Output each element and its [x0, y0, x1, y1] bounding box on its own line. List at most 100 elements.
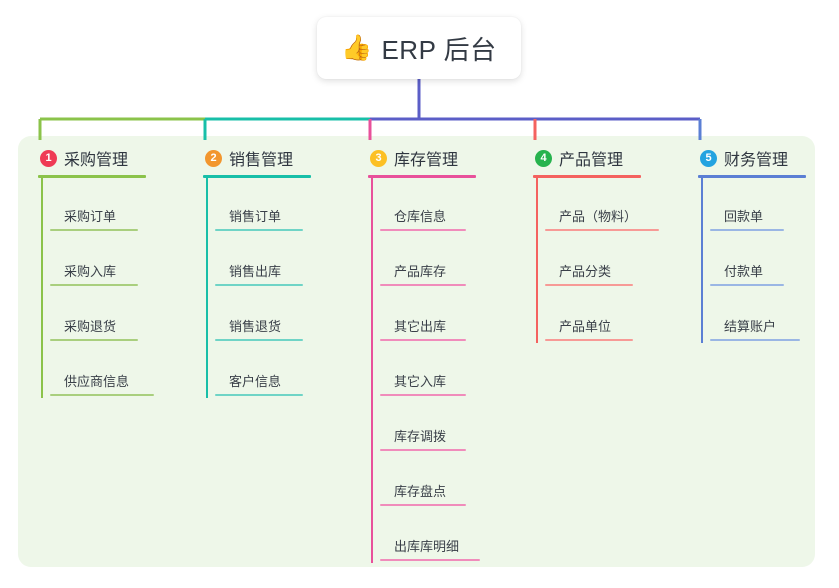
branch-spine: [41, 178, 43, 398]
category-items: 回款单付款单结算账户: [698, 178, 802, 343]
menu-item[interactable]: 销售出库: [215, 233, 309, 288]
menu-item-underline: [545, 229, 659, 231]
category-underline: [533, 175, 641, 178]
diagram-panel: [18, 136, 815, 567]
menu-item-label: 采购退货: [64, 319, 117, 334]
menu-item-underline: [50, 339, 138, 341]
menu-item[interactable]: 出库库明细: [380, 508, 482, 563]
menu-item-underline: [545, 284, 633, 286]
menu-item[interactable]: 其它入库: [380, 343, 482, 398]
category-badge: 1: [40, 149, 57, 167]
menu-item-label: 采购订单: [64, 209, 117, 224]
category-underline: [38, 175, 146, 178]
menu-item[interactable]: 供应商信息: [50, 343, 156, 398]
menu-item-label: 仓库信息: [394, 209, 447, 224]
menu-item[interactable]: 产品库存: [380, 233, 482, 288]
menu-item-label: 结算账户: [724, 319, 777, 334]
root-title: ERP 后台: [381, 34, 497, 65]
menu-item-underline: [380, 229, 466, 231]
branch-spine: [371, 178, 373, 563]
branch-spine: [701, 178, 703, 343]
category-column-2: 2 销售管理销售订单销售出库销售退货客户信息: [203, 146, 311, 398]
branch-spine: [536, 178, 538, 343]
menu-item-underline: [710, 229, 784, 231]
branch-spine: [206, 178, 208, 398]
menu-item[interactable]: 产品分类: [545, 233, 661, 288]
menu-item-label: 供应商信息: [64, 374, 130, 389]
menu-item-underline: [545, 339, 633, 341]
category-title: 产品管理: [559, 152, 624, 169]
category-column-4: 4 产品管理产品（物料） 产品分类产品单位: [533, 146, 661, 343]
menu-item-label: 出库库明细: [394, 539, 460, 554]
menu-item[interactable]: 产品单位: [545, 288, 661, 343]
menu-item-underline: [380, 284, 466, 286]
menu-item-underline: [50, 284, 138, 286]
category-header-3[interactable]: 3 库存管理: [368, 146, 482, 170]
menu-item-label: 产品分类: [559, 264, 612, 279]
menu-item-label: 销售退货: [229, 319, 282, 334]
menu-item-label: 采购入库: [64, 264, 117, 279]
category-title: 财务管理: [724, 152, 789, 169]
category-column-1: 1 采购管理采购订单采购入库采购退货供应商信息: [38, 146, 156, 398]
menu-item-label: 库存盘点: [394, 484, 447, 499]
menu-item[interactable]: 产品（物料）: [545, 178, 661, 233]
category-badge: 5: [700, 149, 717, 167]
category-items: 销售订单销售出库销售退货客户信息: [203, 178, 309, 398]
menu-item-underline: [50, 394, 154, 396]
menu-item-label: 产品（物料）: [559, 209, 638, 224]
category-items: 采购订单采购入库采购退货供应商信息: [38, 178, 156, 398]
menu-item-label: 产品库存: [394, 264, 447, 279]
menu-item[interactable]: 仓库信息: [380, 178, 482, 233]
menu-item[interactable]: 采购入库: [50, 233, 156, 288]
menu-item-underline: [710, 339, 800, 341]
menu-item-label: 回款单: [724, 209, 764, 224]
category-header-5[interactable]: 5 财务管理: [698, 146, 806, 170]
menu-item[interactable]: 销售退货: [215, 288, 309, 343]
menu-item[interactable]: 其它出库: [380, 288, 482, 343]
menu-item[interactable]: 客户信息: [215, 343, 309, 398]
category-header-4[interactable]: 4 产品管理: [533, 146, 661, 170]
menu-item[interactable]: 回款单: [710, 178, 802, 233]
menu-item-label: 其它入库: [394, 374, 447, 389]
menu-item[interactable]: 库存盘点: [380, 453, 482, 508]
menu-item[interactable]: 结算账户: [710, 288, 802, 343]
menu-item-underline: [380, 559, 480, 561]
category-title: 销售管理: [229, 152, 294, 169]
menu-item-underline: [380, 394, 466, 396]
category-underline: [368, 175, 476, 178]
menu-item-underline: [215, 229, 303, 231]
menu-item[interactable]: 采购订单: [50, 178, 156, 233]
category-underline: [698, 175, 806, 178]
menu-item[interactable]: 销售订单: [215, 178, 309, 233]
category-column-5: 5 财务管理回款单付款单结算账户: [698, 146, 806, 343]
menu-item-underline: [710, 284, 784, 286]
root-node[interactable]: 👍 ERP 后台: [317, 17, 521, 79]
category-column-3: 3 库存管理仓库信息产品库存其它出库其它入库库存调拨库存盘点出库库明细: [368, 146, 482, 563]
category-items: 仓库信息产品库存其它出库其它入库库存调拨库存盘点出库库明细: [368, 178, 482, 563]
category-badge: 4: [535, 149, 552, 167]
menu-item-underline: [215, 394, 303, 396]
menu-item[interactable]: 库存调拨: [380, 398, 482, 453]
category-badge: 3: [370, 149, 387, 167]
menu-item-label: 库存调拨: [394, 429, 447, 444]
menu-item[interactable]: 采购退货: [50, 288, 156, 343]
menu-item-underline: [380, 339, 466, 341]
menu-item[interactable]: 付款单: [710, 233, 802, 288]
category-badge: 2: [205, 149, 222, 167]
category-title: 采购管理: [64, 152, 129, 169]
category-title: 库存管理: [394, 152, 459, 169]
menu-item-label: 销售出库: [229, 264, 282, 279]
menu-item-underline: [380, 449, 466, 451]
menu-item-label: 销售订单: [229, 209, 282, 224]
category-underline: [203, 175, 311, 178]
menu-item-label: 其它出库: [394, 319, 447, 334]
category-header-2[interactable]: 2 销售管理: [203, 146, 311, 170]
category-items: 产品（物料） 产品分类产品单位: [533, 178, 661, 343]
menu-item-underline: [215, 339, 303, 341]
category-header-1[interactable]: 1 采购管理: [38, 146, 156, 170]
menu-item-label: 产品单位: [559, 319, 612, 334]
menu-item-underline: [380, 504, 466, 506]
menu-item-underline: [215, 284, 303, 286]
menu-item-label: 付款单: [724, 264, 764, 279]
